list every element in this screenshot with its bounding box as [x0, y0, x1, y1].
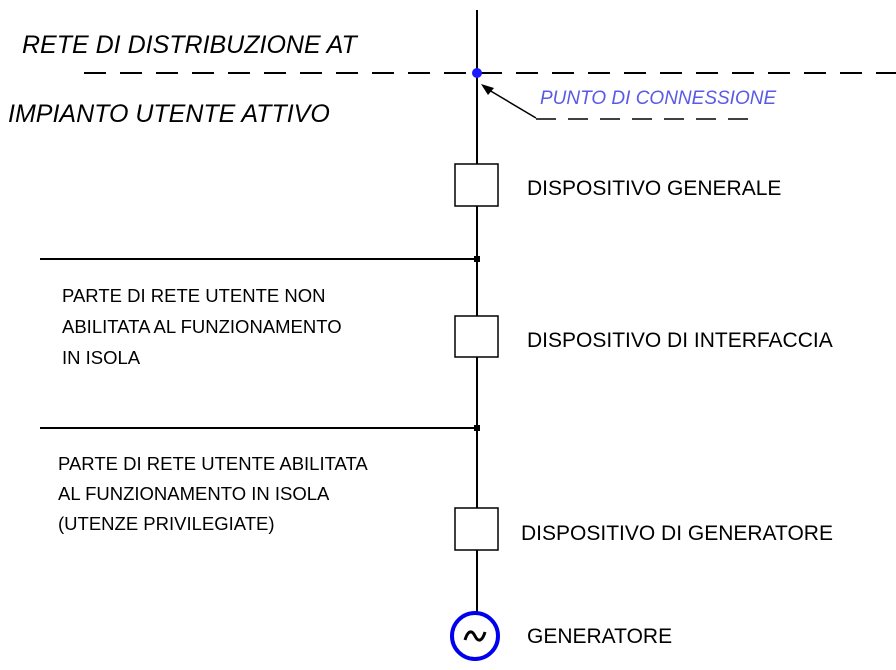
ac-generator-icon	[450, 611, 500, 661]
interface-device-label: DISPOSITIVO DI INTERFACCIA	[527, 329, 833, 352]
non-island-part-line2: ABILITATA AL FUNZIONAMENTO	[62, 316, 342, 337]
plant-label: IMPIANTO UTENTE ATTIVO	[8, 100, 330, 128]
generator-device-label: DISPOSITIVO DI GENERATORE	[521, 522, 833, 545]
interface-device-box	[454, 315, 499, 358]
island-part-line3: (UTENZE PRIVILEGIATE)	[58, 513, 275, 534]
network-label: RETE DI DISTRIBUZIONE AT	[22, 31, 358, 59]
branch-non-island-junction	[474, 256, 480, 262]
non-island-part-line3: IN ISOLA	[62, 347, 141, 368]
connection-leader-arrowhead	[481, 84, 494, 95]
generator-device-box	[454, 507, 499, 551]
branch-island-junction	[474, 425, 480, 431]
island-part-line2: AL FUNZIONAMENTO IN ISOLA	[58, 483, 330, 504]
connection-point-label: PUNTO DI CONNESSIONE	[540, 88, 776, 109]
island-part-line1: PARTE DI RETE UTENTE ABILITATA	[58, 453, 368, 474]
general-device-label: DISPOSITIVO GENERALE	[527, 177, 781, 200]
connection-point-dot	[472, 68, 482, 78]
general-device-box	[454, 163, 499, 207]
generator-label: GENERATORE	[527, 625, 672, 648]
connection-leader-line	[488, 89, 537, 119]
non-island-part-line1: PARTE DI RETE UTENTE NON	[62, 285, 325, 306]
